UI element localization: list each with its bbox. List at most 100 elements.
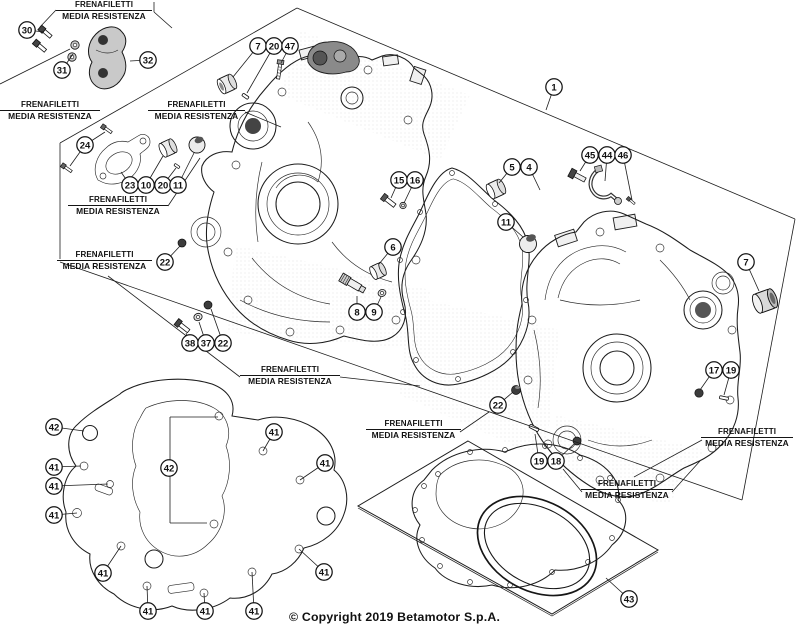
callout-leader bbox=[246, 45, 275, 94]
callout-31: 31 bbox=[53, 61, 71, 79]
screw-47 bbox=[276, 59, 285, 80]
callout-41: 41 bbox=[45, 477, 63, 495]
copyright-text: © Copyright 2019 Betamotor S.p.A. bbox=[289, 610, 501, 624]
svg-text:11: 11 bbox=[173, 180, 184, 191]
svg-text:9: 9 bbox=[371, 307, 376, 318]
svg-text:43: 43 bbox=[624, 594, 635, 605]
callout-41: 41 bbox=[265, 423, 283, 441]
callout-41: 41 bbox=[196, 602, 214, 620]
callout-4: 4 bbox=[520, 158, 538, 176]
callout-44: 44 bbox=[598, 146, 616, 164]
note-line1: FRENAFILETTI bbox=[56, 0, 152, 11]
plug-11-right bbox=[519, 234, 537, 253]
callout-38: 38 bbox=[181, 334, 199, 352]
plug-17 bbox=[694, 388, 704, 398]
svg-text:18: 18 bbox=[551, 456, 562, 467]
svg-text:31: 31 bbox=[57, 65, 68, 76]
svg-text:41: 41 bbox=[249, 606, 260, 617]
leader-line bbox=[244, 111, 282, 128]
callout-7: 7 bbox=[737, 253, 755, 271]
washers-31 bbox=[67, 40, 80, 62]
svg-text:10: 10 bbox=[141, 180, 152, 191]
note-line1: FRENAFILETTI bbox=[57, 250, 152, 261]
callout-30: 30 bbox=[18, 21, 36, 39]
callout-32: 32 bbox=[139, 51, 157, 69]
callout-47: 47 bbox=[281, 37, 299, 55]
screws-24 bbox=[59, 123, 113, 174]
water-pump-gasket-23 bbox=[94, 134, 151, 185]
callout-45: 45 bbox=[581, 146, 599, 164]
svg-text:32: 32 bbox=[143, 55, 154, 66]
svg-text:30: 30 bbox=[22, 25, 33, 36]
left-crankcase-half bbox=[190, 41, 433, 345]
svg-text:19: 19 bbox=[726, 365, 737, 376]
svg-text:41: 41 bbox=[98, 568, 109, 579]
bushing-10 bbox=[158, 138, 178, 158]
leader-line bbox=[741, 218, 796, 501]
svg-text:46: 46 bbox=[618, 150, 629, 161]
nut-16 bbox=[399, 201, 407, 210]
callout-41: 41 bbox=[315, 563, 333, 581]
svg-text:22: 22 bbox=[493, 400, 504, 411]
note-line2: MEDIA RESISTENZA bbox=[248, 376, 332, 386]
leader-line bbox=[296, 7, 796, 220]
svg-text:16: 16 bbox=[410, 175, 421, 186]
plug-22-bottom bbox=[203, 300, 213, 310]
note-line2: MEDIA RESISTENZA bbox=[371, 430, 456, 440]
callout-20: 20 bbox=[154, 176, 172, 194]
leader-line bbox=[59, 7, 298, 144]
note-line1: FRENAFILETTI bbox=[366, 419, 461, 430]
note-line2: MEDIA RESISTENZA bbox=[76, 206, 160, 216]
note-line2: MEDIA RESISTENZA bbox=[62, 11, 146, 21]
callout-15: 15 bbox=[390, 171, 408, 189]
plug-22-left bbox=[177, 238, 187, 248]
callout-41: 41 bbox=[316, 454, 334, 472]
oil-hose-44 bbox=[588, 164, 622, 205]
note-line1: FRENAFILETTI bbox=[701, 427, 793, 438]
leader-line bbox=[59, 261, 743, 501]
callout-10: 10 bbox=[137, 176, 155, 194]
svg-text:45: 45 bbox=[585, 150, 596, 161]
svg-text:41: 41 bbox=[320, 458, 331, 469]
svg-text:41: 41 bbox=[143, 606, 154, 617]
note-line2: MEDIA RESISTENZA bbox=[154, 111, 239, 121]
plug-22-mid bbox=[511, 385, 521, 395]
bracket-32 bbox=[88, 26, 127, 90]
callout-22: 22 bbox=[489, 396, 507, 414]
callout-17: 17 bbox=[705, 361, 723, 379]
note-line2: MEDIA RESISTENZA bbox=[705, 438, 789, 448]
callout-22: 22 bbox=[214, 334, 232, 352]
svg-text:41: 41 bbox=[49, 462, 60, 473]
svg-text:6: 6 bbox=[390, 242, 395, 253]
bushing-6 bbox=[369, 262, 387, 280]
svg-text:42: 42 bbox=[164, 463, 175, 474]
svg-text:41: 41 bbox=[49, 481, 60, 492]
callout-11: 11 bbox=[497, 213, 515, 231]
callout-1: 1 bbox=[545, 78, 563, 96]
callout-41: 41 bbox=[45, 458, 63, 476]
callout-16: 16 bbox=[406, 171, 424, 189]
svg-text:5: 5 bbox=[509, 162, 515, 173]
washer-37 bbox=[193, 312, 203, 322]
clutch-gasket-plate bbox=[356, 440, 659, 617]
screw-46 bbox=[625, 195, 636, 206]
callout-5: 5 bbox=[503, 158, 521, 176]
svg-text:24: 24 bbox=[80, 140, 91, 151]
stipple-shading bbox=[228, 30, 705, 505]
leader-line bbox=[107, 275, 241, 378]
callout-41: 41 bbox=[45, 506, 63, 524]
callout-11: 11 bbox=[169, 176, 187, 194]
callout-leader bbox=[53, 483, 109, 487]
note-line1: FRENAFILETTI bbox=[148, 100, 245, 111]
svg-text:17: 17 bbox=[709, 365, 720, 376]
leader-line bbox=[0, 48, 71, 85]
callout-41: 41 bbox=[139, 602, 157, 620]
leader-line bbox=[633, 439, 703, 478]
bolts-30 bbox=[31, 24, 53, 53]
bolt-45 bbox=[567, 167, 587, 183]
